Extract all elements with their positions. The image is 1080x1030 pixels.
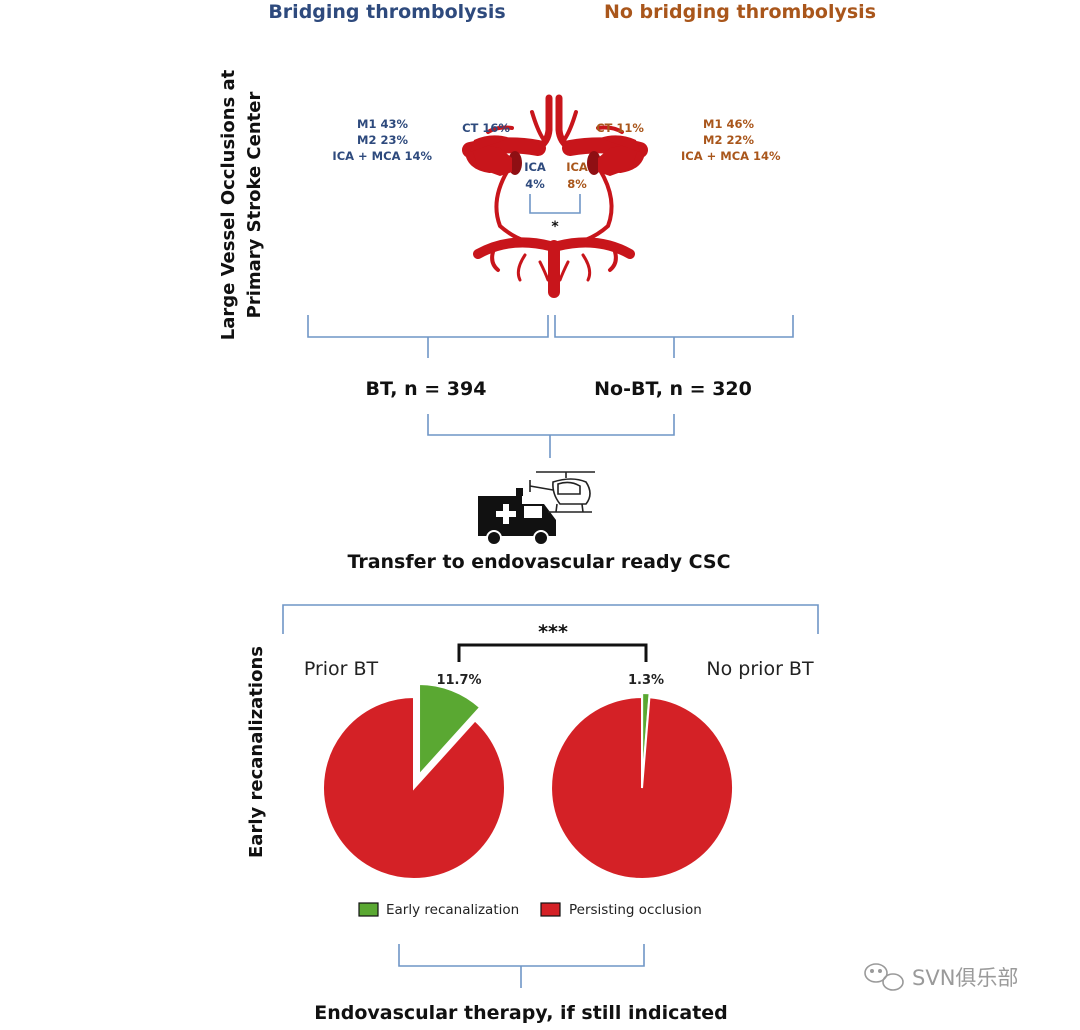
group-brackets — [307, 315, 794, 358]
watermark: SVN俱乐部 — [864, 963, 1018, 991]
right-occlusion-stats: M1 46% M2 22% ICA + MCA 14% CT 11% ICA 8… — [566, 117, 781, 191]
left-ica-label: ICA — [524, 160, 546, 174]
bottom-bracket — [398, 944, 645, 988]
no-bt-group-label: No-BT, n = 320 — [594, 378, 752, 400]
right-mca-base — [600, 135, 640, 152]
side-label-top-line2: Primary Stroke Center — [244, 92, 265, 319]
pie-legend: Early recanalization Persisting occlusio… — [358, 902, 702, 918]
pie-significance-bracket — [457, 643, 648, 662]
left-m2: M2 23% — [357, 133, 408, 147]
side-label-bottom-text: Early recanalizations — [246, 646, 267, 858]
legend-persisting-swatch — [540, 902, 561, 917]
left-ica-value: 4% — [525, 177, 545, 191]
transfer-label: Transfer to endovascular ready CSC — [347, 551, 730, 573]
left-pie-slice-early-recanalization — [418, 682, 482, 778]
bt-group-label: BT, n = 394 — [366, 378, 487, 400]
left-group-bracket — [307, 315, 549, 338]
ica-significance: * — [551, 219, 559, 235]
watermark-text: SVN俱乐部 — [912, 966, 1018, 990]
right-group-bracket — [554, 315, 794, 338]
right-ct: CT 11% — [596, 121, 644, 135]
right-ica-mca: ICA + MCA 14% — [681, 149, 781, 163]
right-ica-cut — [587, 151, 601, 175]
left-occlusion-stats: M1 43% M2 23% ICA + MCA 14% CT 16% ICA 4… — [332, 117, 545, 191]
right-pie-slice-persisting-occlusion — [550, 695, 735, 880]
right-ica-value: 8% — [567, 177, 587, 191]
legend-persisting-label: Persisting occlusion — [569, 902, 702, 918]
left-ct: CT 16% — [462, 121, 510, 135]
left-header: Bridging thrombolysis — [268, 1, 505, 23]
left-ica-mca: ICA + MCA 14% — [332, 149, 432, 163]
left-mca-base — [470, 135, 510, 152]
pie-split-bracket — [282, 604, 819, 634]
merge-bracket — [427, 414, 675, 458]
right-pie-title: No prior BT — [706, 658, 814, 680]
side-label-bottom: Early recanalizations — [246, 646, 267, 858]
side-label-top: Large Vessel Occlusions at Primary Strok… — [218, 69, 265, 340]
left-pie-slice-persisting-occlusion — [322, 695, 506, 880]
wechat-icon — [864, 963, 904, 991]
side-label-top-line1: Large Vessel Occlusions at — [218, 69, 239, 340]
ambulance-icon — [478, 488, 556, 546]
right-ica-segment — [598, 142, 640, 176]
footer-label: Endovascular therapy, if still indicated — [314, 1002, 728, 1024]
right-ica-label: ICA — [566, 160, 588, 174]
artery-illustration — [462, 94, 648, 298]
right-pie-chart — [550, 691, 735, 880]
left-ica-segment — [470, 142, 512, 176]
right-header: No bridging thrombolysis — [604, 1, 876, 23]
legend-early-label: Early recanalization — [386, 902, 519, 918]
left-pie-pct-label: 11.7% — [436, 673, 481, 688]
left-pie-title: Prior BT — [304, 658, 379, 680]
left-pie-chart — [322, 682, 506, 880]
right-m1: M1 46% — [703, 117, 754, 131]
ica-comparison-bracket — [529, 194, 581, 214]
legend-early-swatch — [358, 902, 379, 917]
pie-significance: *** — [538, 621, 568, 643]
left-m1: M1 43% — [357, 117, 408, 131]
helicopter-icon — [529, 471, 595, 513]
right-pie-pct-label: 1.3% — [628, 673, 664, 688]
right-m2: M2 22% — [703, 133, 754, 147]
